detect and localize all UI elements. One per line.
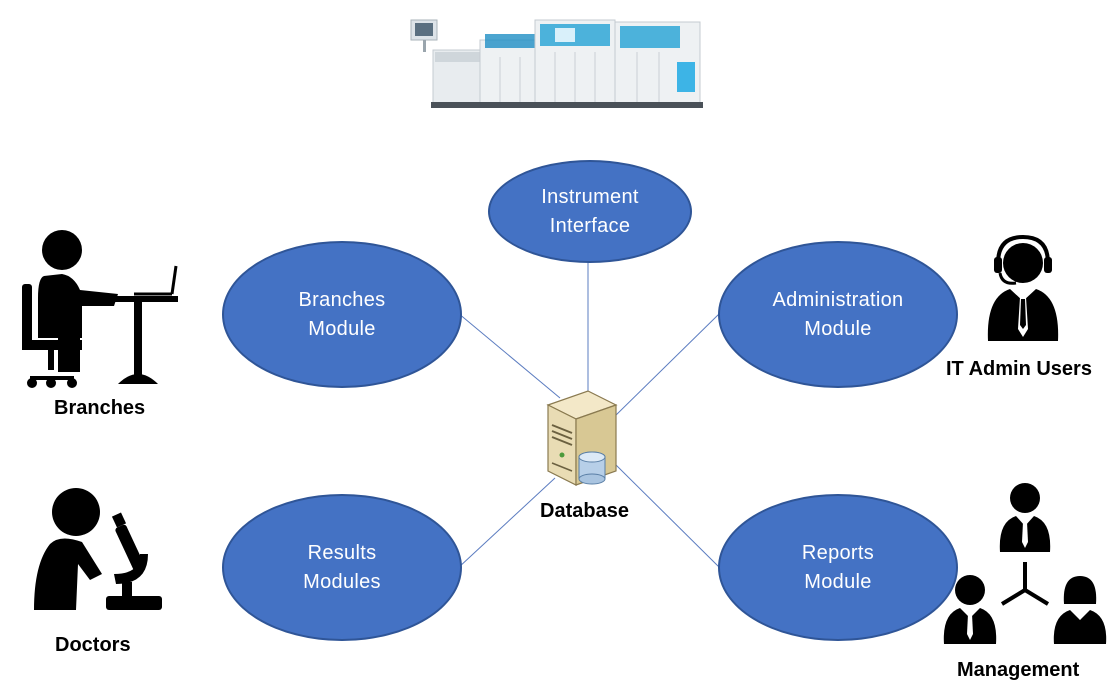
- it-admin-headset-icon: [987, 234, 1059, 341]
- instrument-interface-node: Instrument Interface: [488, 160, 692, 263]
- administration-module-line2: Module: [804, 317, 872, 340]
- management-group-icon: [943, 483, 1107, 644]
- lab-analyzer-image: [405, 12, 705, 112]
- management-actor-label: Management: [957, 659, 1080, 681]
- database-server-icon: [546, 390, 618, 486]
- reports-module-line2: Module: [804, 570, 872, 593]
- results-modules-line1: Results: [307, 541, 377, 564]
- reports-module-node: Reports Module: [718, 494, 958, 641]
- results-modules-node: Results Modules: [222, 494, 462, 641]
- person-at-desk-icon: [22, 230, 178, 388]
- instrument-interface-line2: Interface: [549, 214, 631, 237]
- administration-module-line1: Administration: [772, 288, 904, 311]
- connector-branches: [457, 312, 561, 399]
- connector-results: [457, 477, 556, 569]
- connector-reports: [612, 461, 721, 569]
- database-label: Database: [540, 500, 629, 522]
- branches-module-node: Branches Module: [222, 241, 462, 388]
- instrument-interface-line1: Instrument: [541, 185, 639, 208]
- it-admin-actor-label: IT Admin Users: [946, 358, 1092, 380]
- doctor-microscope-icon: [34, 488, 162, 610]
- branches-module-line2: Module: [308, 317, 376, 340]
- administration-module-node: Administration Module: [718, 241, 958, 388]
- doctors-actor-label: Doctors: [55, 634, 131, 656]
- connector-administration: [612, 312, 721, 419]
- branches-actor-label: Branches: [54, 397, 146, 419]
- branches-module-line1: Branches: [298, 288, 386, 311]
- results-modules-line2: Modules: [303, 570, 381, 593]
- reports-module-line1: Reports: [801, 541, 875, 564]
